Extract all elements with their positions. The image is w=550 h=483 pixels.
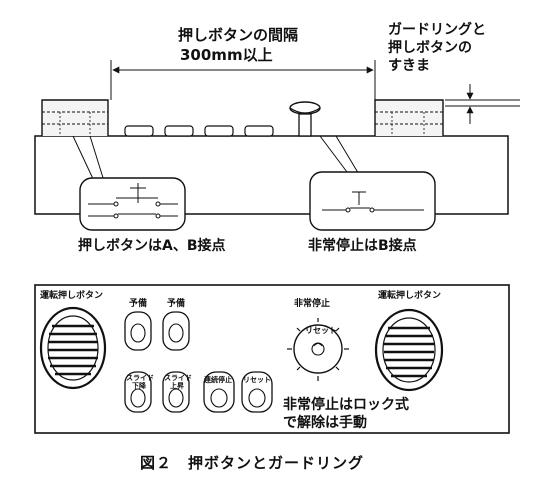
slide-down-button bbox=[124, 371, 152, 413]
ab-contact-callout bbox=[72, 135, 186, 231]
right-run-button-label: 運転押しボタン bbox=[378, 291, 442, 301]
gap-dimension bbox=[445, 84, 520, 124]
spare2-label: 予備 bbox=[167, 299, 186, 309]
b-contact-callout bbox=[309, 135, 436, 231]
gap-label-line2: 押しボタンの bbox=[388, 40, 472, 56]
left-run-button bbox=[39, 306, 107, 390]
slide-up-label-line1: スライド bbox=[164, 374, 192, 382]
emergency-stop-label: 非常停止 bbox=[294, 299, 331, 309]
slide-down-label-line2: 下降 bbox=[132, 382, 146, 390]
contact-b-label: 非常停止はB接点 bbox=[308, 238, 417, 254]
figure-caption: 図２ 押ボタンとガードリング bbox=[140, 454, 365, 472]
slide-down-label-line1: スライド bbox=[126, 374, 154, 382]
spare-button-1 bbox=[124, 311, 152, 351]
spare-button-2 bbox=[162, 311, 190, 351]
spare1-label: 予備 bbox=[129, 299, 148, 309]
emergency-mushroom-button bbox=[289, 101, 321, 137]
continuous-stop-label: 連続停止 bbox=[204, 376, 232, 384]
right-run-button bbox=[374, 308, 444, 392]
top-small-buttons bbox=[124, 125, 274, 137]
spacing-label-line2: 300mm以上 bbox=[180, 46, 273, 64]
emergency-stop-dial bbox=[287, 318, 349, 381]
left-guard-ring bbox=[41, 99, 109, 136]
gap-label-line3: すきま bbox=[388, 58, 430, 74]
gap-label-line1: ガードリングと bbox=[388, 22, 486, 38]
lock-note-line1: 非常停止はロック式 bbox=[283, 397, 409, 413]
contact-ab-label: 押しボタンはA、B接点 bbox=[78, 238, 226, 254]
continuous-stop-button bbox=[203, 371, 235, 413]
emergency-reset-label: リセット bbox=[305, 326, 337, 335]
reset-button bbox=[241, 371, 273, 413]
right-guard-ring bbox=[374, 99, 444, 136]
spacing-dimension bbox=[110, 60, 376, 100]
reset-label: リセット bbox=[243, 376, 271, 384]
slide-up-button bbox=[162, 371, 190, 413]
lock-note-line2: で解除は手動 bbox=[283, 415, 367, 431]
slide-up-label-line2: 上昇 bbox=[170, 382, 184, 390]
left-run-button-label: 運転押しボタン bbox=[40, 291, 104, 301]
spacing-label-line1: 押しボタンの間隔 bbox=[178, 26, 299, 44]
